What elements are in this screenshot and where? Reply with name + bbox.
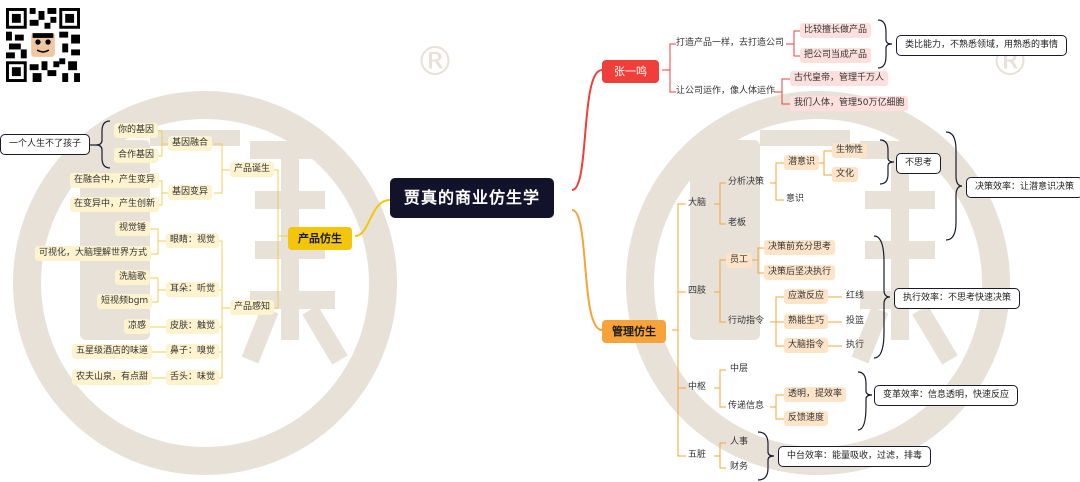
node-sense-hearing[interactable]: 耳朵：听觉 <box>166 282 220 297</box>
leaf-company-as-product[interactable]: 把公司当成产品 <box>800 48 872 63</box>
node-sense-touch[interactable]: 皮肤：触觉 <box>166 319 220 334</box>
node-brain[interactable]: 大脑 <box>688 198 707 208</box>
leaf-your-gene[interactable]: 你的基因 <box>114 123 159 138</box>
node-boss[interactable]: 老板 <box>728 218 747 228</box>
note-one-person: 一个人生不了孩子 <box>0 134 91 155</box>
note-analogy-ability: 类比能力，不熟悉领域，用熟悉的事情 <box>896 35 1068 56</box>
leaf-visual-hammer[interactable]: 视觉锤 <box>115 221 151 236</box>
node-company-like-body[interactable]: 让公司运作，像人体运作 <box>676 86 776 96</box>
node-conscious[interactable]: 意识 <box>786 194 805 204</box>
leaf-nongfu-spring[interactable]: 农夫山泉，有点甜 <box>72 370 153 385</box>
leaf-red-line[interactable]: 红线 <box>846 291 865 301</box>
node-center[interactable]: 中枢 <box>688 382 707 392</box>
node-sense-smell[interactable]: 鼻子：嗅觉 <box>166 344 220 359</box>
node-brain-command[interactable]: 大脑指令 <box>784 338 829 353</box>
leaf-ancient-emperor[interactable]: 古代皇帝，管理千万人 <box>790 71 889 86</box>
note-decision-efficiency: 决策效率：让潜意识决策 <box>966 177 1080 198</box>
leaf-think-before[interactable]: 决策前充分思考 <box>764 240 836 255</box>
leaf-execute-after[interactable]: 决策后坚决执行 <box>764 265 836 280</box>
leaf-short-video-bgm[interactable]: 短视频bgm <box>97 294 153 309</box>
node-build-company-like-product[interactable]: 打造产品一样，去打造公司 <box>676 38 785 48</box>
leaf-partner-gene[interactable]: 合作基因 <box>114 148 159 163</box>
node-limbs[interactable]: 四肢 <box>688 286 707 296</box>
node-stress-response[interactable]: 应激反应 <box>784 289 829 304</box>
leaf-feedback-speed[interactable]: 反馈速度 <box>784 411 829 426</box>
node-analysis-decision[interactable]: 分析决策 <box>728 177 765 187</box>
node-organs[interactable]: 五脏 <box>688 450 707 460</box>
node-sense-sight[interactable]: 眼睛：视觉 <box>166 233 220 248</box>
leaf-biological[interactable]: 生物性 <box>832 143 868 158</box>
leaf-good-at-product[interactable]: 比较擅长做产品 <box>800 23 872 38</box>
leaf-shooting[interactable]: 投篮 <box>846 316 865 326</box>
qr-code-icon <box>6 8 80 82</box>
node-product-birth[interactable]: 产品诞生 <box>230 162 275 177</box>
root-topic[interactable]: 贾真的商业仿生学 <box>390 178 555 218</box>
node-gene-fusion[interactable]: 基因融合 <box>168 136 213 151</box>
leaf-cool-feeling[interactable]: 凉感 <box>124 319 151 334</box>
node-practice-makes-perfect[interactable]: 熟能生巧 <box>784 314 829 329</box>
leaf-hotel-scent[interactable]: 五星级酒店的味道 <box>72 344 153 359</box>
branch-product-biomimicry[interactable]: 产品仿生 <box>288 227 352 250</box>
leaf-middle-management[interactable]: 中层 <box>730 364 749 374</box>
node-gene-mutation[interactable]: 基因变异 <box>168 185 213 200</box>
note-change-efficiency: 变革效率：信息透明，快速反应 <box>874 385 1019 406</box>
leaf-innovation-in-mutation[interactable]: 在变异中，产生创新 <box>70 197 160 212</box>
node-action-command[interactable]: 行动指令 <box>728 316 765 326</box>
leaf-culture[interactable]: 文化 <box>832 167 859 182</box>
leaf-mutation-in-fusion[interactable]: 在融合中，产生变异 <box>70 173 160 188</box>
node-subconscious[interactable]: 潜意识 <box>784 155 820 170</box>
leaf-human-body-cells[interactable]: 我们人体，管理50万亿细胞 <box>790 96 909 111</box>
leaf-transparent-efficiency[interactable]: 透明，提效率 <box>784 387 847 402</box>
leaf-finance[interactable]: 财务 <box>730 462 749 472</box>
leaf-catchy-song[interactable]: 洗脑歌 <box>115 270 151 285</box>
registered-mark-left: ® <box>415 39 455 85</box>
leaf-execute[interactable]: 执行 <box>846 340 865 350</box>
node-product-perception[interactable]: 产品感知 <box>230 300 275 315</box>
leaf-hr[interactable]: 人事 <box>730 437 749 447</box>
note-middle-office-efficiency: 中台效率：能量吸收，过滤，排毒 <box>778 446 932 467</box>
note-no-thinking: 不思考 <box>896 153 942 174</box>
branch-zhang-yiming[interactable]: 张一鸣 <box>602 60 659 83</box>
node-transfer-info[interactable]: 传递信息 <box>728 401 765 411</box>
node-sense-taste[interactable]: 舌头：味觉 <box>166 370 220 385</box>
branch-management-biomimicry[interactable]: 管理仿生 <box>602 320 666 343</box>
leaf-visualization[interactable]: 可视化，大脑理解世界方式 <box>35 246 152 261</box>
note-execution-efficiency: 执行效率：不思考快速决策 <box>894 288 1021 309</box>
node-staff[interactable]: 员工 <box>726 253 753 268</box>
